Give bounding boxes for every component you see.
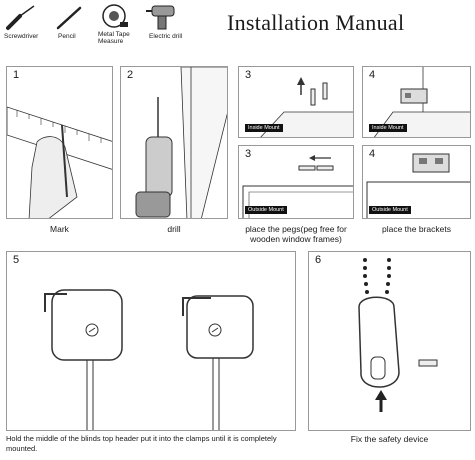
step-3-caption: place the pegs(peg free for wooden windo… xyxy=(245,224,347,244)
clamp-left xyxy=(44,289,123,430)
step-number: 5 xyxy=(13,254,20,266)
pencil-icon xyxy=(56,6,82,30)
outside-mount-tag: Outside Mount xyxy=(369,206,411,214)
step-number: 3 xyxy=(245,69,252,81)
clamp-right xyxy=(182,295,254,430)
step-2-caption: drill xyxy=(167,224,181,234)
step-number: 4 xyxy=(369,69,376,81)
step-4-caption: place the brackets xyxy=(382,224,451,234)
step-number: 1 xyxy=(13,69,20,81)
step-4-outside-panel: 4 Outside Mount xyxy=(362,145,471,219)
safety-device-illustration xyxy=(358,258,438,412)
step-6-panel: 6 xyxy=(308,251,471,431)
step-5-panel: 5 xyxy=(6,251,296,431)
step-number: 6 xyxy=(315,254,322,266)
step-number: 3 xyxy=(245,148,252,160)
pegs-inside-illustration xyxy=(260,77,353,137)
step-3-inside-panel: 3 Inside Mount xyxy=(238,66,354,138)
tool-label-pencil: Pencil xyxy=(58,33,76,40)
page-title: Installation Manual xyxy=(227,10,405,35)
step-5-caption: Hold the middle of the blinds top header… xyxy=(6,434,277,453)
step-4-inside-panel: 4 Inside Mount xyxy=(362,66,471,138)
drilling-illustration xyxy=(135,67,227,218)
step-1-caption: Mark xyxy=(50,224,69,234)
tool-label-electric-drill: Electric drill xyxy=(149,33,183,40)
step-number: 4 xyxy=(369,148,376,160)
step-6-caption: Fix the safety device xyxy=(350,434,429,444)
step-2-panel: 2 xyxy=(120,66,228,219)
tool-label-tape-measure: Metal Tape Measure xyxy=(98,31,130,45)
step-1-panel: 1 xyxy=(6,66,113,219)
tape-measure-icon xyxy=(102,4,128,28)
screwdriver-icon xyxy=(6,5,35,30)
outside-mount-tag: Outside Mount xyxy=(245,206,287,214)
tool-label-screwdriver: Screwdriver xyxy=(4,33,39,40)
marking-illustration xyxy=(7,106,112,218)
mounting-illustration xyxy=(44,289,254,430)
electric-drill-icon xyxy=(146,5,175,30)
inside-mount-tag: Inside Mount xyxy=(245,124,283,132)
step-3-outside-panel: 3 Outside Mount xyxy=(238,145,354,219)
step-number: 2 xyxy=(127,69,134,81)
brackets-outside-illustration xyxy=(366,153,470,218)
inside-mount-tag: Inside Mount xyxy=(369,124,407,132)
